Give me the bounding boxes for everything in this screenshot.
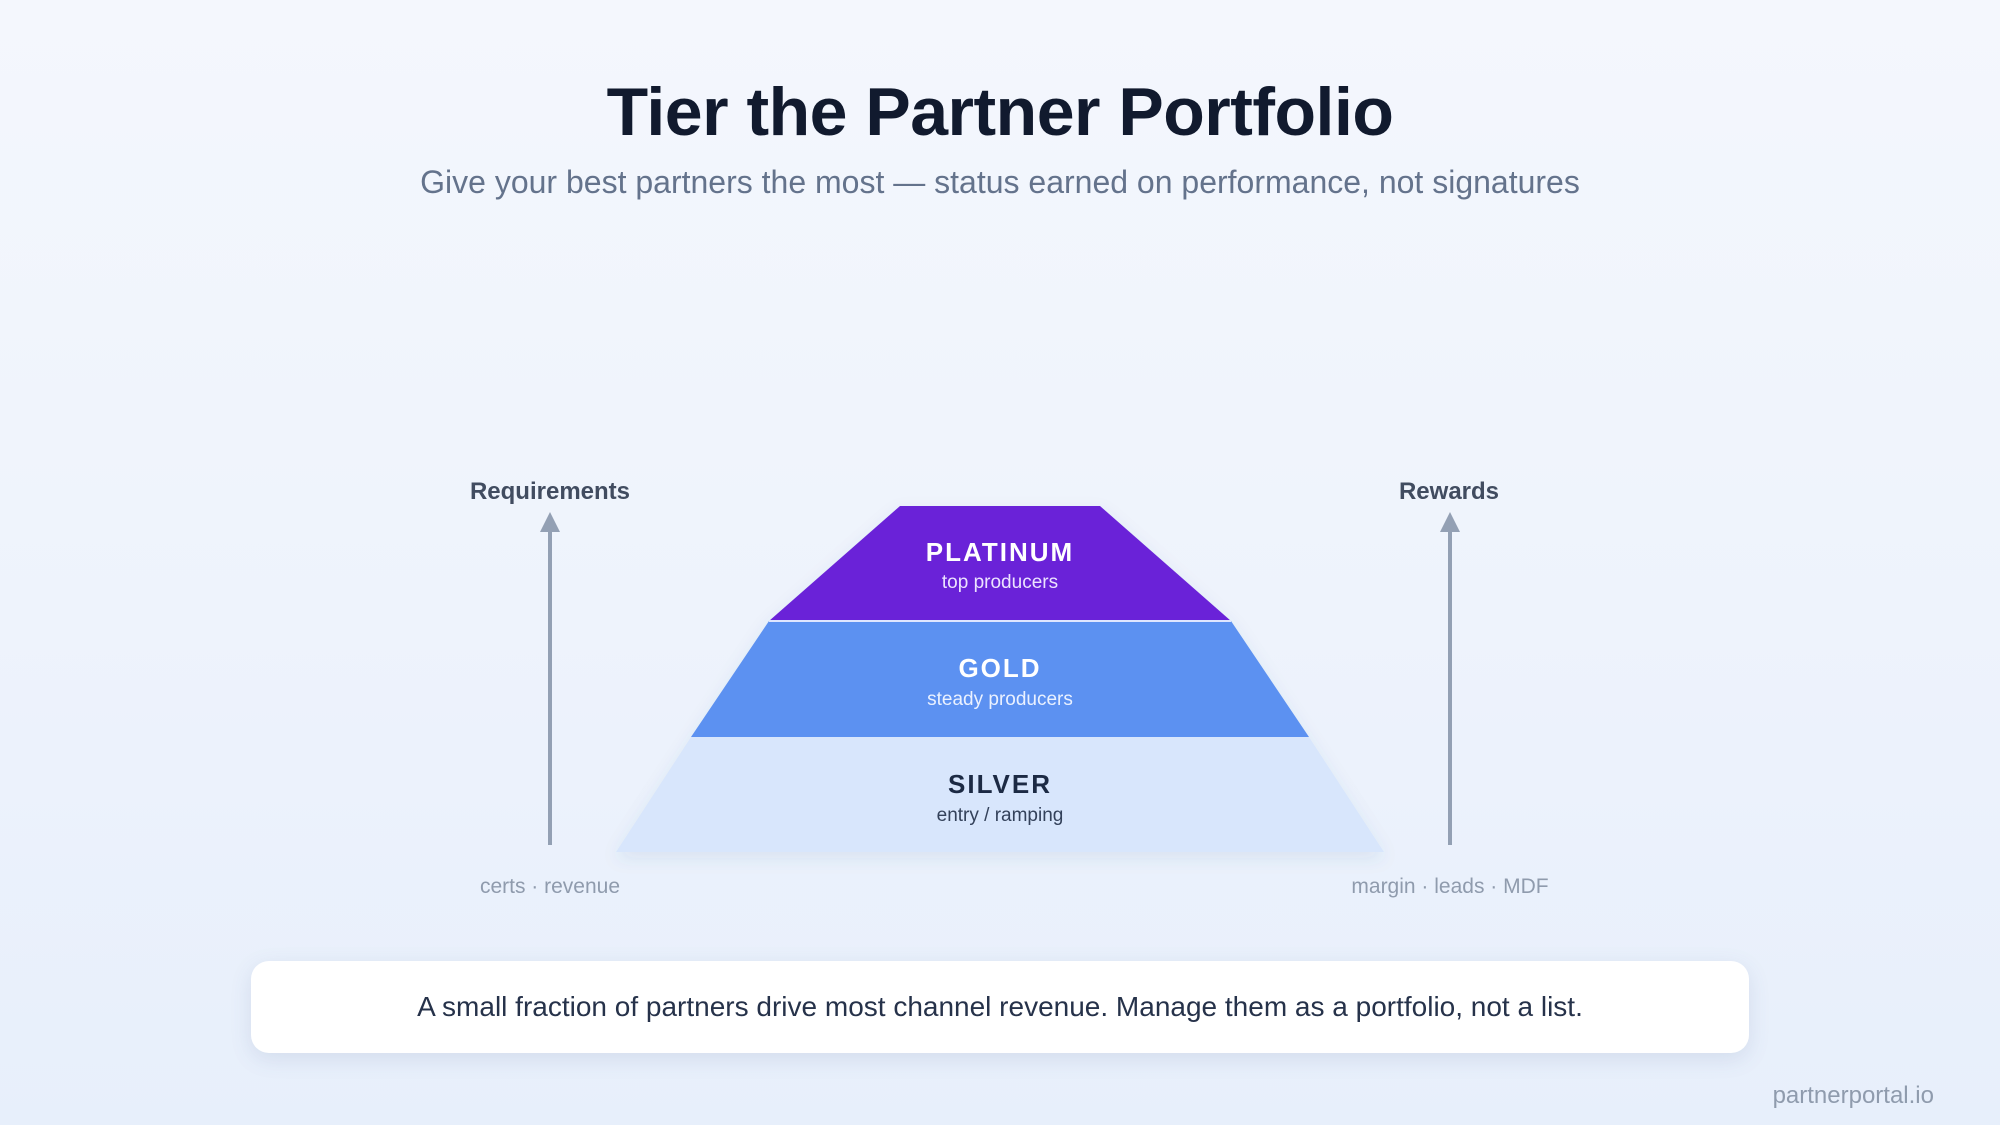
axis-caption-requirements: certs · revenue xyxy=(479,875,621,898)
tier-desc-platinum: top producers xyxy=(941,572,1059,593)
tier-label-platinum: PLATINUM xyxy=(925,537,1075,567)
tier-desc-silver: entry / ramping xyxy=(936,805,1064,826)
axis-caption-rewards: margin · leads · MDF xyxy=(1351,875,1549,898)
tier-label-gold: GOLD xyxy=(958,653,1042,683)
page-subtitle: Give your best partners the most — statu… xyxy=(420,164,1580,200)
page-title: Tier the Partner Portfolio xyxy=(606,74,1394,150)
tier-platinum-band xyxy=(769,506,1231,621)
brand-link[interactable]: partnerportal.io xyxy=(1772,1082,1934,1109)
tier-silver-band xyxy=(616,737,1384,852)
axis-title-rewards: Rewards xyxy=(1398,478,1500,505)
callout-card: A small fraction of partners drive most … xyxy=(251,961,1749,1053)
tier-label-silver: SILVER xyxy=(948,769,1052,799)
axis-title-requirements: Requirements xyxy=(469,478,631,505)
callout-text: A small fraction of partners drive most … xyxy=(417,991,1583,1022)
tier-gold-band xyxy=(691,621,1309,737)
tier-desc-gold: steady producers xyxy=(927,689,1073,710)
